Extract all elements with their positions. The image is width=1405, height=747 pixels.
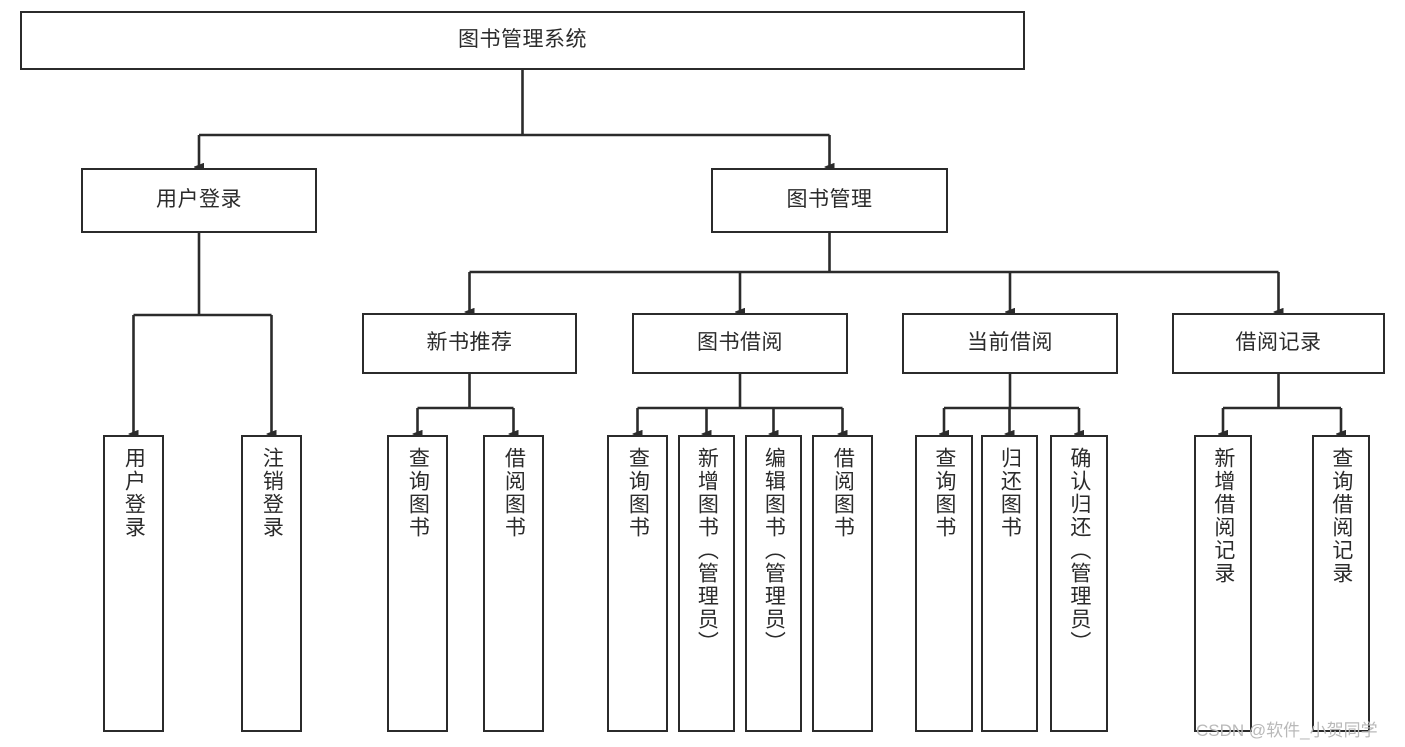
leaf-borrow-edit-book-admin[interactable]: 编辑图书（管理员）: [745, 435, 802, 732]
node-label: 借阅图书: [831, 447, 855, 539]
node-borrow-record[interactable]: 借阅记录: [1172, 313, 1385, 374]
node-label: 查询图书: [626, 447, 650, 539]
leaf-new-borrow-book[interactable]: 借阅图书: [483, 435, 544, 732]
node-root-system[interactable]: 图书管理系统: [20, 11, 1025, 70]
node-label: 图书借阅: [697, 331, 783, 355]
node-label: 当前借阅: [967, 331, 1053, 355]
node-label: 借阅记录: [1235, 331, 1322, 355]
node-label: 编辑图书（管理员）: [762, 447, 786, 654]
leaf-user-logout[interactable]: 注销登录: [241, 435, 302, 732]
node-book-borrow[interactable]: 图书借阅: [632, 313, 848, 374]
node-label: 注销登录: [260, 447, 284, 539]
leaf-borrow-borrow-book[interactable]: 借阅图书: [812, 435, 873, 732]
node-label: 用户登录: [122, 447, 146, 539]
node-current-borrow[interactable]: 当前借阅: [902, 313, 1118, 374]
node-book-management[interactable]: 图书管理: [711, 168, 948, 233]
node-label: 查询图书: [932, 447, 956, 539]
node-label: 新增借阅记录: [1211, 447, 1235, 585]
node-user-login[interactable]: 用户登录: [81, 168, 317, 233]
leaf-borrow-query-book[interactable]: 查询图书: [607, 435, 668, 732]
leaf-record-add-record[interactable]: 新增借阅记录: [1194, 435, 1252, 732]
node-label: 确认归还（管理员）: [1067, 447, 1091, 654]
node-label: 查询图书: [406, 447, 430, 539]
edges: [134, 70, 1342, 434]
node-label: 归还图书: [998, 447, 1022, 539]
node-label: 图书管理系统: [458, 28, 587, 52]
leaf-current-query-book[interactable]: 查询图书: [915, 435, 973, 732]
leaf-user-login[interactable]: 用户登录: [103, 435, 164, 732]
leaf-record-query-record[interactable]: 查询借阅记录: [1312, 435, 1370, 732]
node-label: 查询借阅记录: [1329, 447, 1353, 585]
leaf-current-return-book[interactable]: 归还图书: [981, 435, 1038, 732]
leaf-borrow-add-book-admin[interactable]: 新增图书（管理员）: [678, 435, 735, 732]
node-label: 图书管理: [786, 188, 873, 212]
node-label: 用户登录: [156, 188, 242, 212]
leaf-new-query-book[interactable]: 查询图书: [387, 435, 448, 732]
node-label: 借阅图书: [502, 447, 526, 539]
node-label: 新书推荐: [426, 331, 513, 355]
node-label: 新增图书（管理员）: [695, 447, 719, 654]
node-new-book-recommend[interactable]: 新书推荐: [362, 313, 577, 374]
leaf-current-confirm-return-admin[interactable]: 确认归还（管理员）: [1050, 435, 1108, 732]
